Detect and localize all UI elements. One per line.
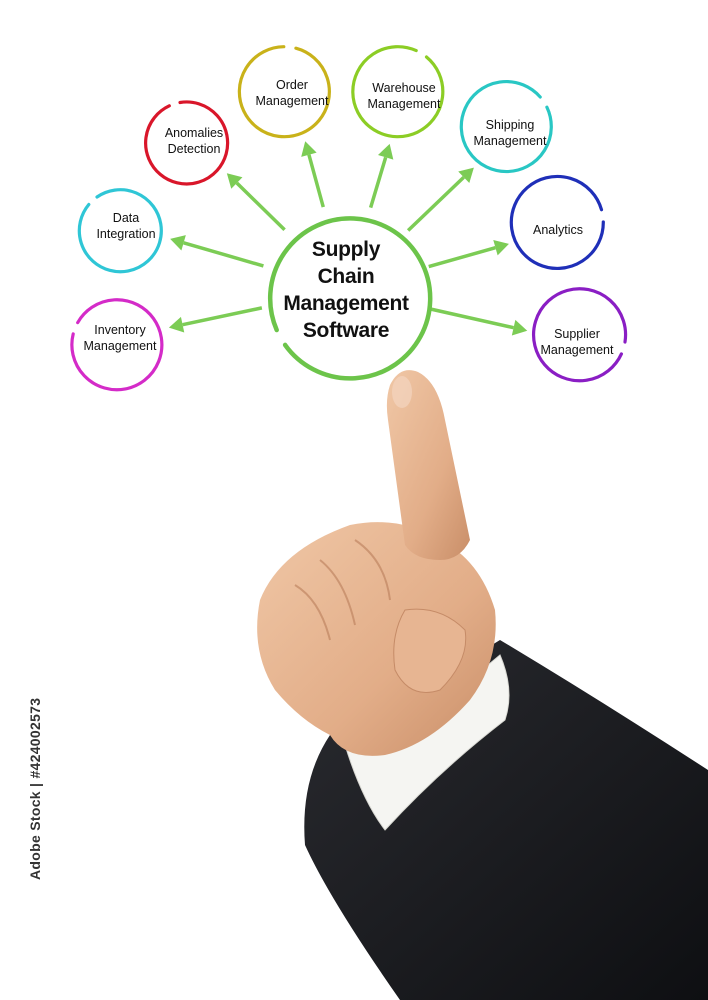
node-label-order-management: Order Management — [255, 78, 329, 108]
node-inventory — [70, 298, 164, 392]
node-supplier — [531, 287, 628, 383]
arrow-to-analytics — [428, 240, 509, 269]
thumb — [393, 608, 467, 693]
node-label-warehouse-management: Warehouse Management — [367, 81, 441, 111]
pointing-hand-illustration — [257, 370, 708, 1000]
node-ring-warehouse — [351, 45, 445, 139]
node-shipping — [459, 79, 553, 174]
index-finger — [386, 370, 470, 560]
node-analytics — [509, 174, 605, 271]
center-node — [267, 216, 433, 381]
arrow-to-order — [301, 141, 325, 208]
node-ring-supplier — [531, 287, 628, 383]
node-label-supplier-management: Supplier Management — [540, 327, 614, 357]
node-ring-shipping — [459, 79, 553, 174]
node-ring-inventory — [70, 298, 164, 392]
arrow-to-supplier — [429, 307, 528, 336]
node-order — [237, 45, 331, 139]
node-anomalies — [144, 100, 230, 186]
node-label-anomalies-detection: Anomalies Detection — [164, 126, 224, 156]
center-node-ring — [267, 216, 433, 381]
node-label-shipping-management: Shipping Management — [473, 118, 547, 148]
arrow-to-anomalies — [226, 173, 286, 232]
node-warehouse — [351, 45, 445, 139]
node-ring-order — [237, 45, 331, 139]
nodes-layer — [70, 45, 628, 392]
arrow-to-data — [170, 235, 264, 268]
arrow-to-warehouse — [368, 143, 394, 209]
arrow-to-inventory — [168, 306, 263, 333]
node-label-inventory: Inventory Management — [83, 323, 157, 353]
node-data — [77, 188, 163, 274]
arrows-layer — [168, 141, 528, 336]
node-label-analytics: Analytics — [532, 223, 584, 237]
center-node-label: Supply Chain Management Software — [283, 238, 409, 342]
node-label-data-integration: Data Integration — [96, 211, 156, 241]
hand-fist — [257, 522, 496, 756]
node-ring-analytics — [509, 174, 605, 271]
center-layer — [267, 216, 433, 381]
watermark-text: Adobe Stock | #424002573 — [27, 697, 43, 880]
node-ring-data — [77, 188, 163, 274]
arrow-to-shipping — [406, 167, 474, 232]
node-ring-anomalies — [144, 100, 230, 186]
